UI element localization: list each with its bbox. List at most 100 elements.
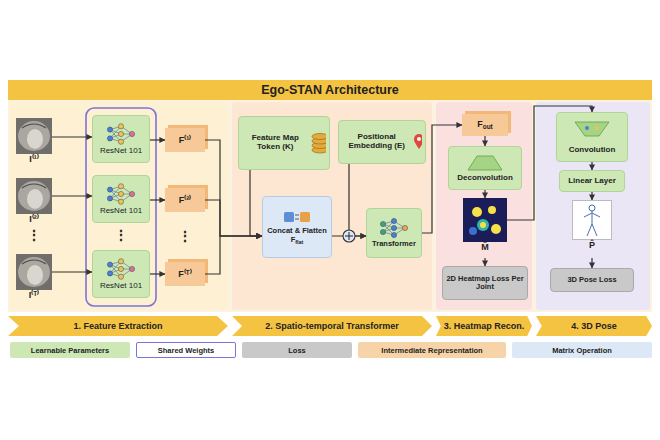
flow-arrow xyxy=(205,200,262,236)
backbone-box: ResNet 101 xyxy=(92,250,150,298)
heatmap-blob xyxy=(477,219,489,231)
image-bg xyxy=(16,178,52,214)
text-line: I⁽¹⁾ xyxy=(29,154,39,164)
input-frame: I⁽²⁾ xyxy=(16,178,52,228)
text-block: Fout xyxy=(477,119,493,130)
text-line: ResNet 101 xyxy=(100,147,142,156)
node-text: F⁽²⁾ xyxy=(179,195,192,205)
node-text: ResNet 101 xyxy=(100,206,142,215)
text-line: Feature Map Token (K) xyxy=(242,134,308,152)
text-line: F⁽¹⁾ xyxy=(179,135,192,145)
text-block: P̂ xyxy=(589,240,595,250)
node-text: F xyxy=(477,119,483,129)
heatmap-blob xyxy=(469,227,477,235)
content-frame xyxy=(8,100,652,312)
stage-chevron: 4. 3D Pose xyxy=(536,316,652,336)
pose-bg xyxy=(573,201,612,240)
network-unit xyxy=(391,232,396,237)
chevron-fill xyxy=(8,316,228,336)
ellipsis-mark: ⋮ xyxy=(26,228,42,242)
node-text: Transformer xyxy=(372,239,416,248)
input-frame: I⁽¹⁾ xyxy=(16,118,52,168)
node-text: M̂ xyxy=(481,242,489,252)
text-block: Linear Layer xyxy=(568,177,616,186)
network-unit xyxy=(107,195,112,200)
node-text: Linear Layer xyxy=(568,176,616,185)
subscript-text: out xyxy=(483,123,493,130)
chevron-fill xyxy=(536,316,652,336)
text-block: I⁽¹⁾ xyxy=(29,154,39,164)
pose-image: P̂ xyxy=(571,200,613,258)
text-line: 3D Pose Loss xyxy=(567,276,616,284)
transformer-box: Transformer xyxy=(366,208,422,258)
pose-skeleton xyxy=(584,211,600,236)
text-line: Fflat xyxy=(267,236,327,245)
network-unit xyxy=(585,126,589,130)
node-text: F⁽ᵀ⁾ xyxy=(178,269,191,279)
text-line: Concat & Flatten xyxy=(267,227,327,235)
node-text: 2. Spatio-temporal Transformer xyxy=(265,321,399,331)
text-line: I⁽ᵀ⁾ xyxy=(29,290,39,300)
heatmap-blob xyxy=(491,224,501,234)
layer-box: Deconvolution xyxy=(448,146,522,190)
flow-arrow xyxy=(591,258,592,268)
heatmap-bg xyxy=(463,198,507,242)
coin-stack-icon xyxy=(310,131,326,155)
legend-text: Learnable Parameters xyxy=(31,346,109,355)
node-text: Concat & Flatten xyxy=(267,226,327,235)
text-block: 4. 3D Pose xyxy=(571,321,617,331)
egocentric-image xyxy=(16,118,52,154)
text-line: F⁽ᵀ⁾ xyxy=(178,269,191,279)
heatmap-blob xyxy=(480,222,486,228)
flow-arrow xyxy=(150,199,165,200)
image-fisheye xyxy=(18,257,50,287)
deconv-icon xyxy=(466,154,504,172)
image-fisheye xyxy=(18,121,50,151)
flow-arrow xyxy=(332,235,366,236)
text-block: I⁽²⁾ xyxy=(29,214,39,224)
flow-arrow xyxy=(52,136,92,137)
text-block: 2D Heatmap Loss Per Joint xyxy=(446,275,524,292)
chevron-label-wrap: 2. Spatio-temporal Transformer xyxy=(232,316,432,336)
concat-icon xyxy=(282,209,312,225)
text-block: Deconvolution xyxy=(457,174,513,183)
text-block: Convolution xyxy=(569,146,616,155)
stage-chevron: 2. Spatio-temporal Transformer xyxy=(232,316,432,336)
node-text: Convolution xyxy=(569,145,616,154)
image-body xyxy=(27,189,43,209)
text-block: F⁽¹⁾ xyxy=(179,135,192,145)
flow-arrow xyxy=(52,271,92,272)
network-unit xyxy=(391,218,396,223)
network-unit xyxy=(380,229,385,234)
network-unit xyxy=(380,221,385,226)
network-unit xyxy=(107,270,112,275)
text-block: ResNet 101 xyxy=(100,207,142,216)
image-body xyxy=(27,265,43,285)
chevron-label-wrap: 4. 3D Pose xyxy=(536,316,652,336)
text-line: ResNet 101 xyxy=(100,282,142,291)
concat-arrow xyxy=(295,219,299,220)
legend-text: Intermediate Representation xyxy=(381,346,482,355)
egocentric-image xyxy=(16,178,52,214)
network-icon xyxy=(106,123,136,145)
legend-swatch: Learnable Parameters xyxy=(10,342,130,358)
node-text: 4. 3D Pose xyxy=(571,321,617,331)
network-unit xyxy=(118,274,123,279)
feature-map: Fout xyxy=(462,114,508,136)
chevron-fill xyxy=(436,316,532,336)
legend-text: Matrix Operation xyxy=(552,346,612,355)
puzzle-piece xyxy=(284,212,294,222)
text-block: M̂ xyxy=(481,242,489,252)
stage-chevron: 3. Heatmap Recon. xyxy=(436,316,532,336)
text-block: Concat & FlattenFflat xyxy=(267,227,327,244)
title-banner xyxy=(8,80,652,100)
heatmap-image: M̂ xyxy=(463,198,507,258)
network-unit xyxy=(129,191,134,196)
node-text: I⁽²⁾ xyxy=(29,214,39,224)
text-block: F⁽ᵀ⁾ xyxy=(178,269,191,279)
node-text: F⁽¹⁾ xyxy=(179,135,192,145)
node-text: I⁽¹⁾ xyxy=(29,154,39,164)
text-line: 2D Heatmap Loss Per Joint xyxy=(446,275,524,292)
stage-panel xyxy=(10,102,228,310)
